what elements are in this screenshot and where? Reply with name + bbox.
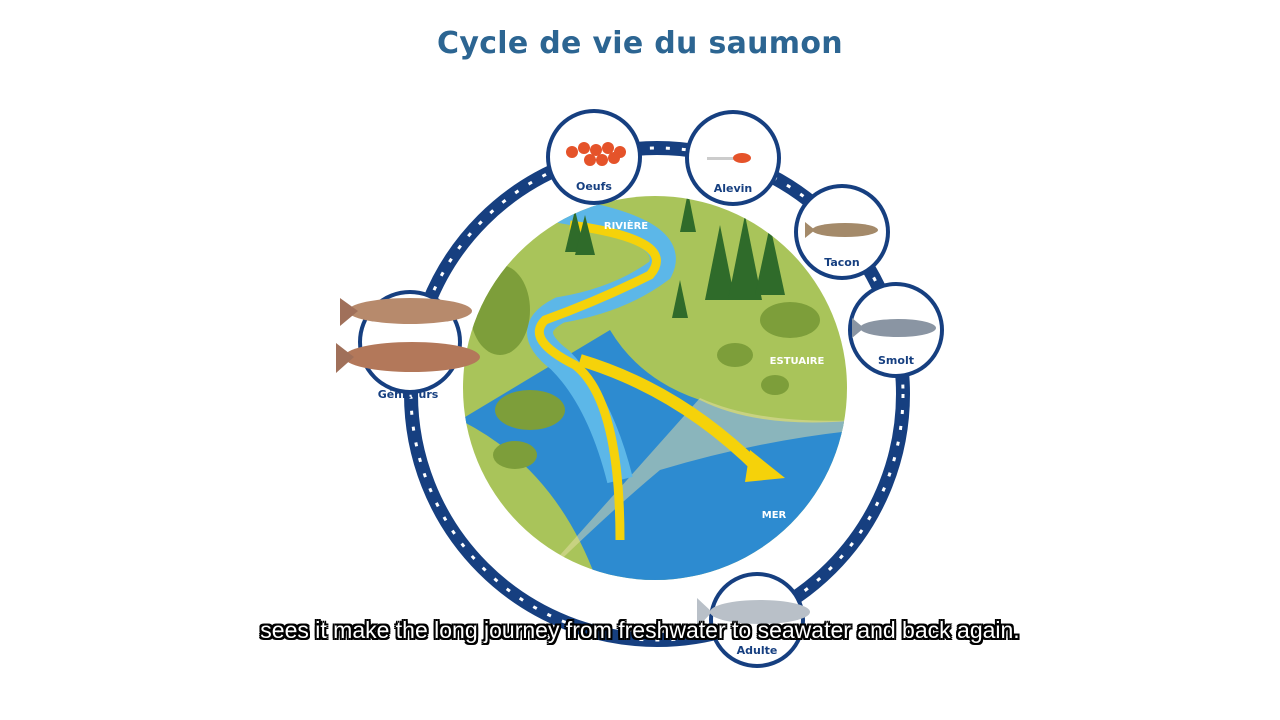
cycle-ring-chevrons — [409, 146, 905, 642]
stage-label: Alevin — [714, 182, 753, 195]
stage-label: Oeufs — [576, 180, 612, 193]
stage-label: Tacon — [824, 256, 859, 269]
diagram-title: Cycle de vie du saumon — [437, 26, 843, 61]
alevin-icon — [707, 153, 751, 163]
region-label-river: RIVIÈRE — [604, 219, 648, 232]
video-subtitle: sees it make the long journey from fresh… — [260, 617, 1020, 643]
stage-geniteurs: Géniteurs — [336, 290, 480, 401]
stage-oeufs: Oeufs — [546, 109, 642, 205]
stage-alevin: Alevin — [685, 110, 781, 206]
parr-fish-icon — [805, 222, 878, 238]
stage-smolt: Smolt — [848, 282, 944, 378]
migration-arrow — [534, 220, 661, 541]
region-label-sea: MER — [762, 510, 787, 521]
stage-tacon: Tacon — [794, 184, 890, 280]
stage-label: Smolt — [878, 354, 914, 367]
stage-adulte: Adulte — [697, 572, 810, 668]
region-label-estuary: ESTUAIRE — [770, 356, 825, 367]
stage-label: Géniteurs — [378, 388, 439, 401]
eggs-icon — [566, 142, 626, 166]
stage-label: Adulte — [737, 644, 778, 657]
adult-salmon-icon — [697, 598, 810, 628]
smolt-fish-icon — [852, 318, 936, 338]
landscape-illustration — [463, 196, 847, 580]
spawner-salmon-icon — [336, 298, 480, 373]
